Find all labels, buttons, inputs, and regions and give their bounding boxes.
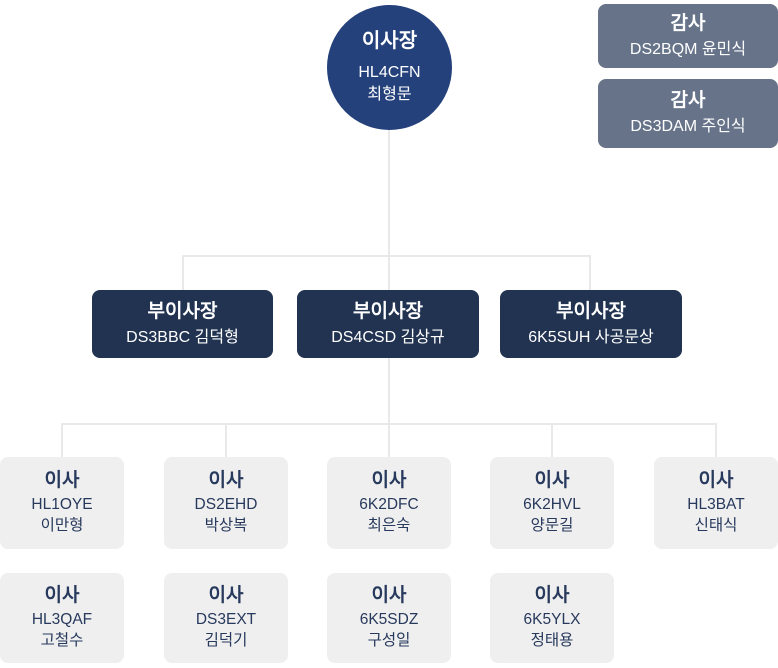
connector-director-stub-1	[61, 423, 63, 457]
director-name: 최은숙	[367, 517, 411, 535]
auditor-callsign-name: DS3DAM 주인식	[630, 118, 746, 136]
director-title: 이사	[371, 584, 407, 606]
director-callsign: DS2EHD	[194, 496, 258, 514]
director-node-9: 이사 6K5YLX 정태용	[490, 573, 614, 663]
director-title: 이사	[534, 584, 570, 606]
director-callsign: 6K2DFC	[359, 496, 419, 514]
connector-vice-stub-left	[182, 255, 184, 290]
director-node-7: 이사 DS3EXT 김덕기	[164, 573, 288, 663]
director-name: 고철수	[40, 632, 84, 650]
chairman-name: 최형문	[367, 86, 412, 103]
vice-chairman-title: 부이사장	[147, 300, 218, 322]
director-node-1: 이사 HL1OYE 이만형	[0, 457, 124, 549]
director-callsign: HL3BAT	[687, 496, 745, 514]
director-name: 정태용	[530, 632, 574, 650]
connector-director-stub-5	[715, 423, 717, 457]
vice-chairman-callsign-name: 6K5SUH 사공문상	[528, 328, 654, 346]
director-name: 김덕기	[204, 632, 248, 650]
vice-chairman-title: 부이사장	[556, 300, 626, 322]
connector-director-stub-3	[388, 423, 390, 457]
vice-chairman-node-1: 부이사장 DS3BBC 김덕형	[92, 290, 273, 358]
director-node-2: 이사 DS2EHD 박상복	[164, 457, 288, 549]
director-callsign: HL3QAF	[31, 611, 93, 629]
director-title: 이사	[44, 584, 80, 606]
connector-vice-horizontal	[182, 255, 590, 257]
director-title: 이사	[208, 469, 244, 491]
chairman-callsign: HL4CFN	[358, 64, 421, 82]
connector-chairman-to-vice	[388, 130, 390, 290]
director-callsign: 6K2HVL	[523, 496, 581, 514]
director-name: 박상복	[204, 517, 248, 535]
connector-vice-to-directors	[388, 358, 390, 424]
connector-vice-stub-right	[589, 255, 591, 290]
vice-chairman-node-2: 부이사장 DS4CSD 김상규	[297, 290, 479, 358]
director-node-5: 이사 HL3BAT 신태식	[654, 457, 778, 549]
director-title: 이사	[534, 469, 570, 491]
director-name: 양문길	[530, 517, 574, 535]
connector-director-stub-4	[551, 423, 553, 457]
director-callsign: 6K5YLX	[523, 611, 581, 629]
chairman-node: 이사장 HL4CFN 최형문	[327, 5, 452, 130]
director-node-4: 이사 6K2HVL 양문길	[490, 457, 614, 549]
vice-chairman-title: 부이사장	[353, 300, 423, 322]
director-callsign: DS3EXT	[195, 611, 257, 629]
director-title: 이사	[371, 469, 407, 491]
director-title: 이사	[44, 469, 80, 491]
auditor-node-1: 감사 DS2BQM 윤민식	[598, 4, 778, 68]
director-title: 이사	[208, 584, 244, 606]
vice-chairman-callsign-name: DS3BBC 김덕형	[126, 328, 239, 346]
vice-chairman-callsign-name: DS4CSD 김상규	[331, 328, 445, 346]
director-node-8: 이사 6K5SDZ 구성일	[327, 573, 451, 663]
auditor-title: 감사	[670, 90, 706, 112]
vice-chairman-node-3: 부이사장 6K5SUH 사공문상	[500, 290, 682, 358]
director-callsign: 6K5SDZ	[359, 611, 419, 629]
director-node-3: 이사 6K2DFC 최은숙	[327, 457, 451, 549]
director-name: 구성일	[367, 632, 411, 650]
director-name: 이만형	[40, 517, 84, 535]
auditor-title: 감사	[670, 12, 706, 34]
director-name: 신태식	[694, 517, 738, 535]
chairman-title: 이사장	[361, 30, 418, 53]
auditor-callsign-name: DS2BQM 윤민식	[629, 40, 747, 58]
auditor-node-2: 감사 DS3DAM 주인식	[598, 79, 778, 148]
connector-director-stub-2	[225, 423, 227, 457]
director-node-6: 이사 HL3QAF 고철수	[0, 573, 124, 663]
director-title: 이사	[698, 469, 734, 491]
director-callsign: HL1OYE	[31, 496, 93, 514]
